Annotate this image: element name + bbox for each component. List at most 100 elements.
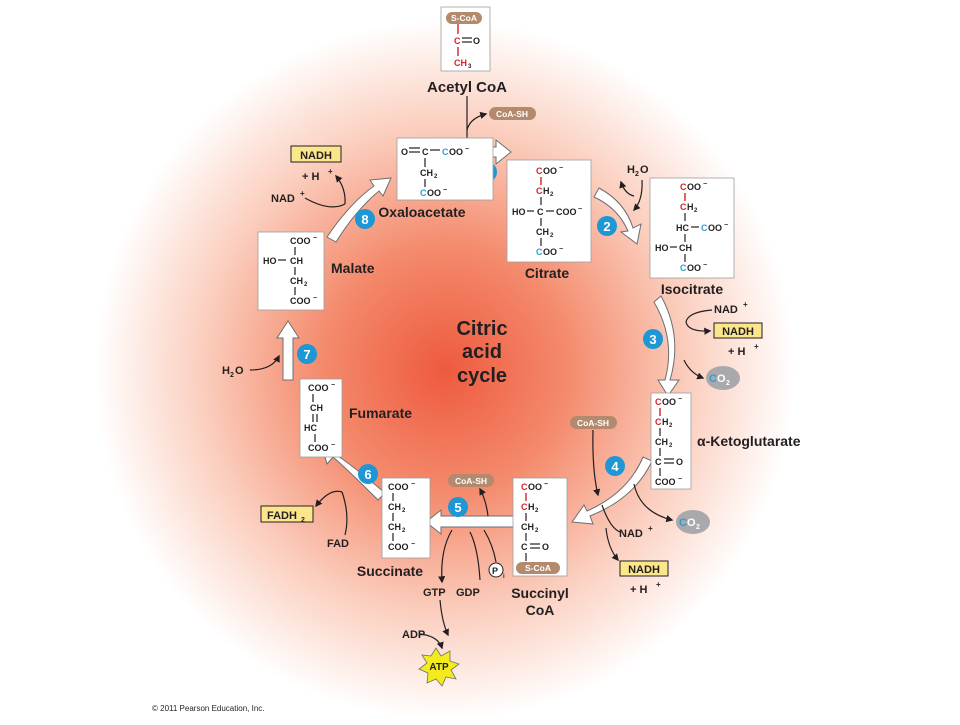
nadh-box-step4 — [619, 560, 669, 577]
svg-text:OO: OO — [708, 223, 722, 233]
svg-text:2: 2 — [301, 517, 305, 524]
svg-text:+: + — [743, 300, 748, 309]
svg-text:C: C — [679, 517, 687, 529]
step-2-label: 2 — [603, 219, 610, 234]
redox-step8: NADH + H + NAD + — [271, 145, 346, 208]
svg-text:−: − — [678, 396, 682, 403]
step-6-label: 6 — [364, 467, 371, 482]
svg-text:C: C — [537, 207, 544, 217]
svg-text:H: H — [222, 365, 230, 377]
svg-text:+: + — [648, 524, 653, 533]
svg-text:HO: HO — [263, 256, 277, 266]
svg-text:FAD: FAD — [327, 538, 349, 550]
arrow-step8 — [326, 177, 392, 243]
svg-text:ADP: ADP — [402, 629, 425, 641]
svg-text:2: 2 — [550, 192, 554, 198]
succinate: COO − CH 2 CH 2 COO − Succinate — [357, 477, 431, 579]
svg-text:COO: COO — [388, 482, 409, 492]
svg-text:−: − — [411, 541, 415, 548]
svg-text:S-CoA: S-CoA — [525, 563, 551, 573]
svg-text:H: H — [627, 164, 635, 176]
alpha-kg-label: α-Ketoglutarate — [697, 433, 801, 449]
svg-text:NADH: NADH — [722, 326, 754, 338]
svg-text:O: O — [640, 164, 649, 176]
svg-text:2: 2 — [696, 524, 700, 531]
svg-text:O: O — [717, 373, 726, 385]
svg-text:C: C — [521, 482, 528, 492]
svg-text:H: H — [687, 202, 694, 212]
svg-text:C: C — [521, 542, 528, 552]
svg-text:C: C — [655, 397, 662, 407]
succinyl-coa-label-2: CoA — [526, 602, 555, 618]
svg-text:+: + — [328, 167, 333, 176]
redox-step3: NAD + NADH + H + C O 2 — [683, 300, 763, 390]
svg-text:2: 2 — [669, 443, 673, 449]
svg-text:−: − — [678, 476, 682, 483]
svg-text:OO: OO — [543, 166, 557, 176]
svg-text:O: O — [542, 542, 549, 552]
step-5-label: 5 — [454, 500, 461, 515]
malate-box — [257, 231, 325, 311]
svg-text:−: − — [544, 481, 548, 488]
svg-text:OO: OO — [662, 397, 676, 407]
svg-text:−: − — [703, 262, 707, 269]
background-glow — [85, 20, 805, 720]
svg-text:C: C — [536, 247, 543, 257]
svg-text:FADH: FADH — [267, 510, 297, 522]
svg-text:OO: OO — [543, 247, 557, 257]
svg-text:C: C — [680, 202, 687, 212]
step-7-label: 7 — [303, 347, 310, 362]
svg-text:H: H — [662, 417, 669, 427]
citrate-label: Citrate — [525, 265, 570, 281]
svg-text:−: − — [703, 181, 707, 188]
fadh2-box — [260, 505, 314, 523]
svg-text:HC: HC — [304, 423, 317, 433]
svg-text:OO: OO — [449, 147, 463, 157]
svg-text:2: 2 — [304, 282, 308, 288]
acetyl-coa-ch3-sub: 3 — [468, 64, 472, 70]
svg-text:GDP: GDP — [456, 587, 480, 599]
succinate-box — [381, 477, 431, 559]
svg-text:CH: CH — [679, 243, 692, 253]
svg-text:2: 2 — [635, 171, 639, 178]
isocitrate: C OO − C H 2 HC C OO − HO CH C OO − Isoc… — [649, 177, 735, 297]
svg-text:O: O — [401, 147, 408, 157]
svg-text:2: 2 — [694, 208, 698, 214]
step-4-label: 4 — [611, 459, 619, 474]
nadh-box-step3 — [713, 322, 763, 339]
svg-text:C: C — [680, 263, 687, 273]
svg-text:CH: CH — [388, 502, 401, 512]
step-8-label: 8 — [361, 212, 368, 227]
fumarate-box — [299, 378, 343, 458]
svg-text:NADH: NADH — [628, 564, 660, 576]
step-3-marker: 3 — [643, 329, 663, 349]
svg-text:+: + — [754, 342, 759, 351]
svg-text:H: H — [543, 186, 550, 196]
svg-text:+ H: + H — [728, 346, 745, 358]
svg-text:NAD: NAD — [714, 304, 738, 316]
svg-text:CoA-SH: CoA-SH — [577, 418, 609, 428]
h2o-step2: H 2 O — [619, 164, 649, 212]
svg-text:2: 2 — [230, 372, 234, 379]
svg-text:NAD: NAD — [271, 193, 295, 205]
succinate-label: Succinate — [357, 563, 423, 579]
acetyl-coa-scoa-text: S-CoA — [451, 13, 477, 23]
svg-text:−: − — [331, 382, 335, 389]
svg-text:COO: COO — [655, 477, 676, 487]
center-label: Citric acid cycle — [456, 318, 507, 387]
nadh-box-step8 — [290, 145, 342, 163]
svg-text:O: O — [676, 457, 683, 467]
svg-text:O: O — [687, 517, 696, 529]
acetyl-coa: S-CoA C O CH 3 Acetyl CoA — [427, 6, 507, 145]
arrow-step2 — [593, 187, 642, 245]
svg-text:C: C — [536, 186, 543, 196]
svg-text:CH: CH — [388, 522, 401, 532]
svg-text:OO: OO — [687, 182, 701, 192]
svg-text:COO: COO — [308, 443, 329, 453]
svg-text:−: − — [411, 481, 415, 488]
svg-text:−: − — [465, 146, 469, 153]
svg-text:C: C — [655, 417, 662, 427]
svg-text:C: C — [701, 223, 708, 233]
svg-text:CH: CH — [521, 522, 534, 532]
